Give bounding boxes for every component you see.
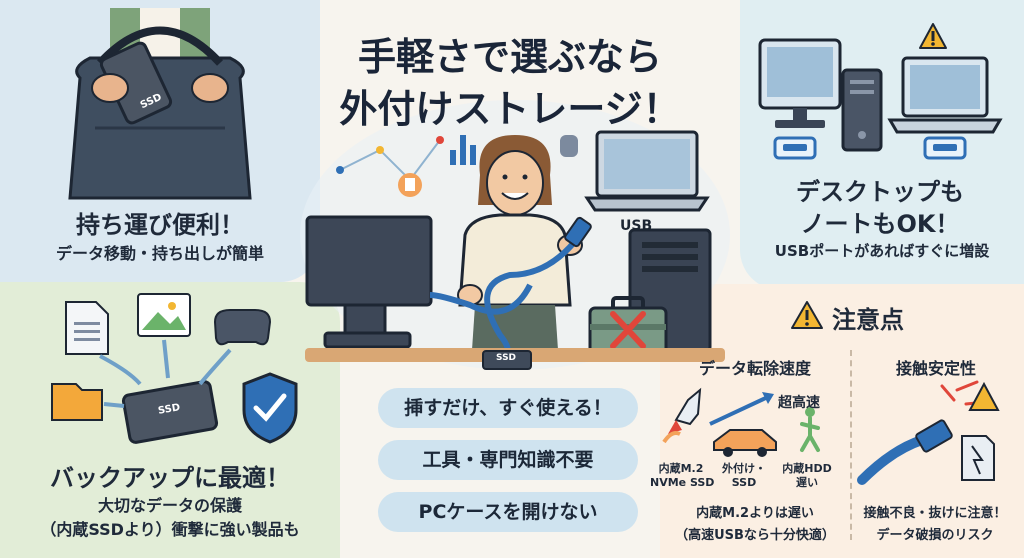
caution-divider bbox=[850, 350, 852, 540]
page-title-line2: 外付けストレージ！ bbox=[339, 87, 681, 131]
speed-item-3: 内蔵HDD 遅い bbox=[776, 462, 838, 490]
speed-item-3-line2: 遅い bbox=[796, 476, 818, 489]
speed-item-1-line2: NVMe SSD bbox=[650, 476, 715, 489]
speed-note-1: 内蔵M.2よりは遅い bbox=[696, 506, 814, 521]
desktop-and-laptop-illustration bbox=[758, 38, 1003, 160]
compat-subtext: USBポートがあればすぐに増設 bbox=[774, 242, 990, 260]
stability-note-1: 接触不良・抜けに注意！ bbox=[863, 506, 1007, 521]
speed-item-1-line1: 内蔵M.2 bbox=[658, 462, 704, 475]
bag-with-ssd-illustration bbox=[68, 8, 252, 200]
compat-heading-line2: ノートもOK！ bbox=[800, 210, 960, 238]
speed-note-2: （高速USBなら十分快適） bbox=[675, 528, 835, 543]
caution-warning-icon bbox=[791, 301, 823, 329]
benefit-pill-2: 工具・専門知識不要 bbox=[378, 440, 638, 480]
backup-subtext-1: 大切なデータの保護 bbox=[97, 496, 242, 515]
benefit-pill-3: PCケースを開けない bbox=[378, 492, 638, 532]
backup-illustration bbox=[51, 293, 298, 444]
warning-icon bbox=[919, 23, 947, 49]
speed-item-3-line1: 内蔵HDD bbox=[782, 462, 832, 475]
compat-heading-line1: デスクトップも bbox=[796, 178, 964, 206]
speed-item-2-line2: SSD bbox=[731, 476, 757, 489]
speed-item-2-line1: 外付け・ bbox=[722, 462, 766, 475]
loose-cable-illustration bbox=[857, 380, 1000, 485]
portable-heading: 持ち運び便利！ bbox=[76, 211, 244, 239]
person-illustration bbox=[457, 135, 583, 350]
speed-item-2: 外付け・ SSD bbox=[714, 462, 774, 490]
monitor-illustration bbox=[305, 215, 433, 349]
caution-heading: 注意点 bbox=[832, 306, 904, 334]
benefit-pill-1: 挿すだけ、すぐ使える！ bbox=[378, 388, 638, 428]
speed-fast-label: 超高速 bbox=[778, 395, 820, 411]
desk-ssd-icon bbox=[482, 350, 532, 370]
speed-title: データ転除速度 bbox=[698, 359, 811, 378]
network-decoration bbox=[336, 135, 578, 197]
stability-note-2: データ破損のリスク bbox=[876, 528, 994, 543]
backup-heading: バックアップに最適！ bbox=[50, 464, 290, 492]
laptop-illustration bbox=[584, 130, 710, 212]
speed-item-1: 内蔵M.2 NVMe SSD bbox=[650, 462, 715, 490]
speed-illustration bbox=[662, 387, 820, 457]
backup-subtext-2: （内蔵SSDより）衝撃に強い製品も bbox=[40, 520, 300, 539]
page-title-line1: 手軽さで選ぶなら bbox=[357, 35, 662, 79]
desk-ssd-label: SSD bbox=[496, 353, 517, 363]
portable-subtext: データ移動・持ち出しが簡単 bbox=[55, 244, 264, 263]
toolbox-crossed-icon bbox=[588, 296, 668, 356]
stability-title: 接触安定性 bbox=[895, 359, 976, 378]
